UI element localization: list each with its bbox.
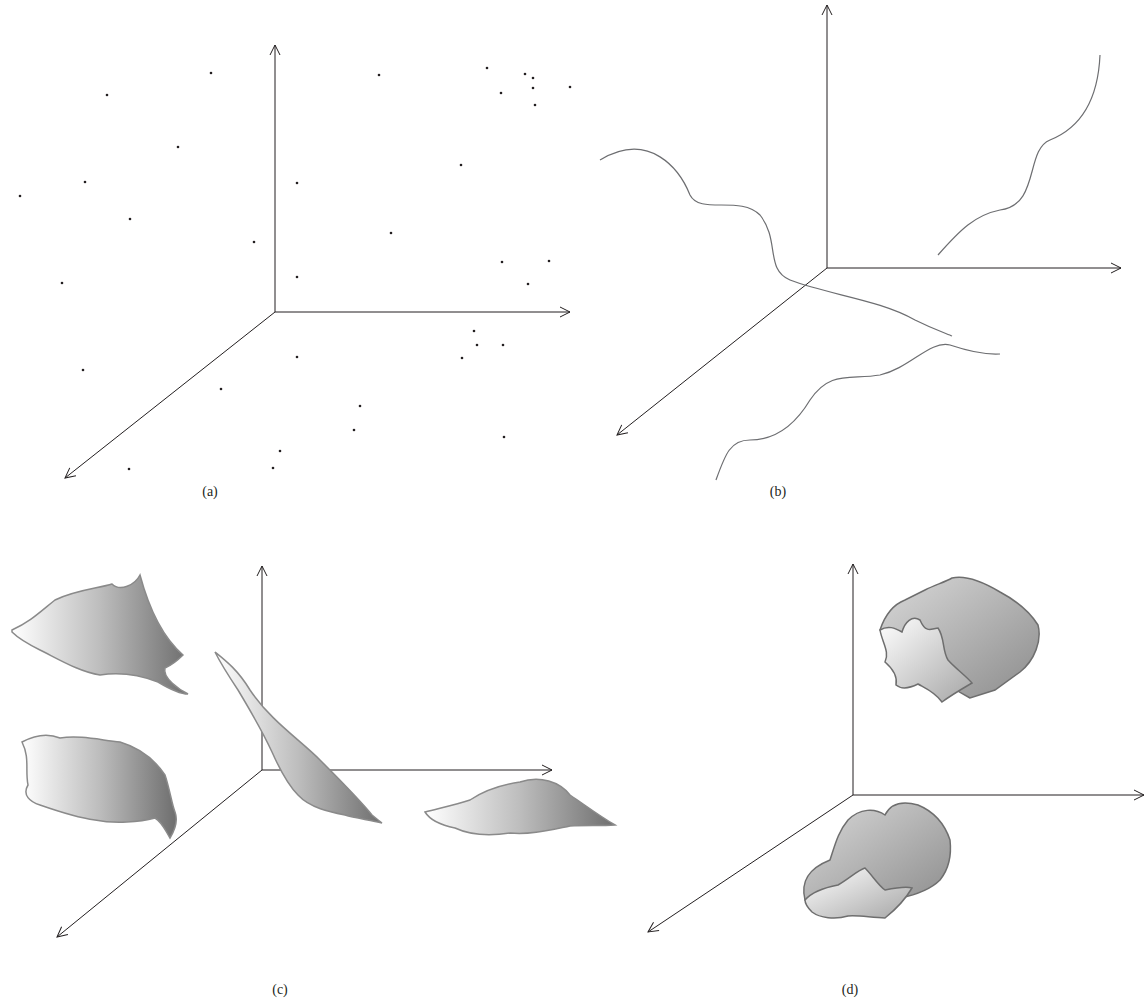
point <box>210 72 213 75</box>
panel-label: (d) <box>842 982 858 998</box>
point <box>548 260 551 263</box>
point <box>569 86 572 89</box>
point-cloud <box>19 67 572 471</box>
point <box>527 283 530 286</box>
point <box>279 450 282 453</box>
point <box>82 369 85 372</box>
panel-label: (a) <box>202 484 218 500</box>
point <box>502 344 505 347</box>
point <box>500 92 503 95</box>
point <box>296 356 299 359</box>
point <box>534 104 537 107</box>
point <box>296 182 299 185</box>
point <box>378 74 381 77</box>
point <box>532 87 535 90</box>
point <box>106 94 109 97</box>
point <box>486 67 489 70</box>
point <box>532 77 535 80</box>
surfaces <box>12 575 615 838</box>
point <box>61 282 64 285</box>
point <box>353 429 356 432</box>
point <box>390 232 393 235</box>
curves <box>600 55 1100 480</box>
point <box>460 164 463 167</box>
point <box>476 344 479 347</box>
point <box>503 436 506 439</box>
point <box>220 388 223 391</box>
volumes <box>804 577 1039 918</box>
point <box>359 405 362 408</box>
point <box>177 146 180 149</box>
point <box>129 218 132 221</box>
point <box>19 195 22 198</box>
point <box>128 468 131 471</box>
point <box>461 357 464 360</box>
point <box>473 330 476 333</box>
point <box>501 261 504 264</box>
point <box>253 241 256 244</box>
point <box>272 467 275 470</box>
point <box>296 276 299 279</box>
axes <box>57 5 1144 937</box>
panel-label: (b) <box>770 484 786 500</box>
panel-label: (c) <box>272 982 288 998</box>
point <box>524 73 527 76</box>
point <box>84 181 87 184</box>
